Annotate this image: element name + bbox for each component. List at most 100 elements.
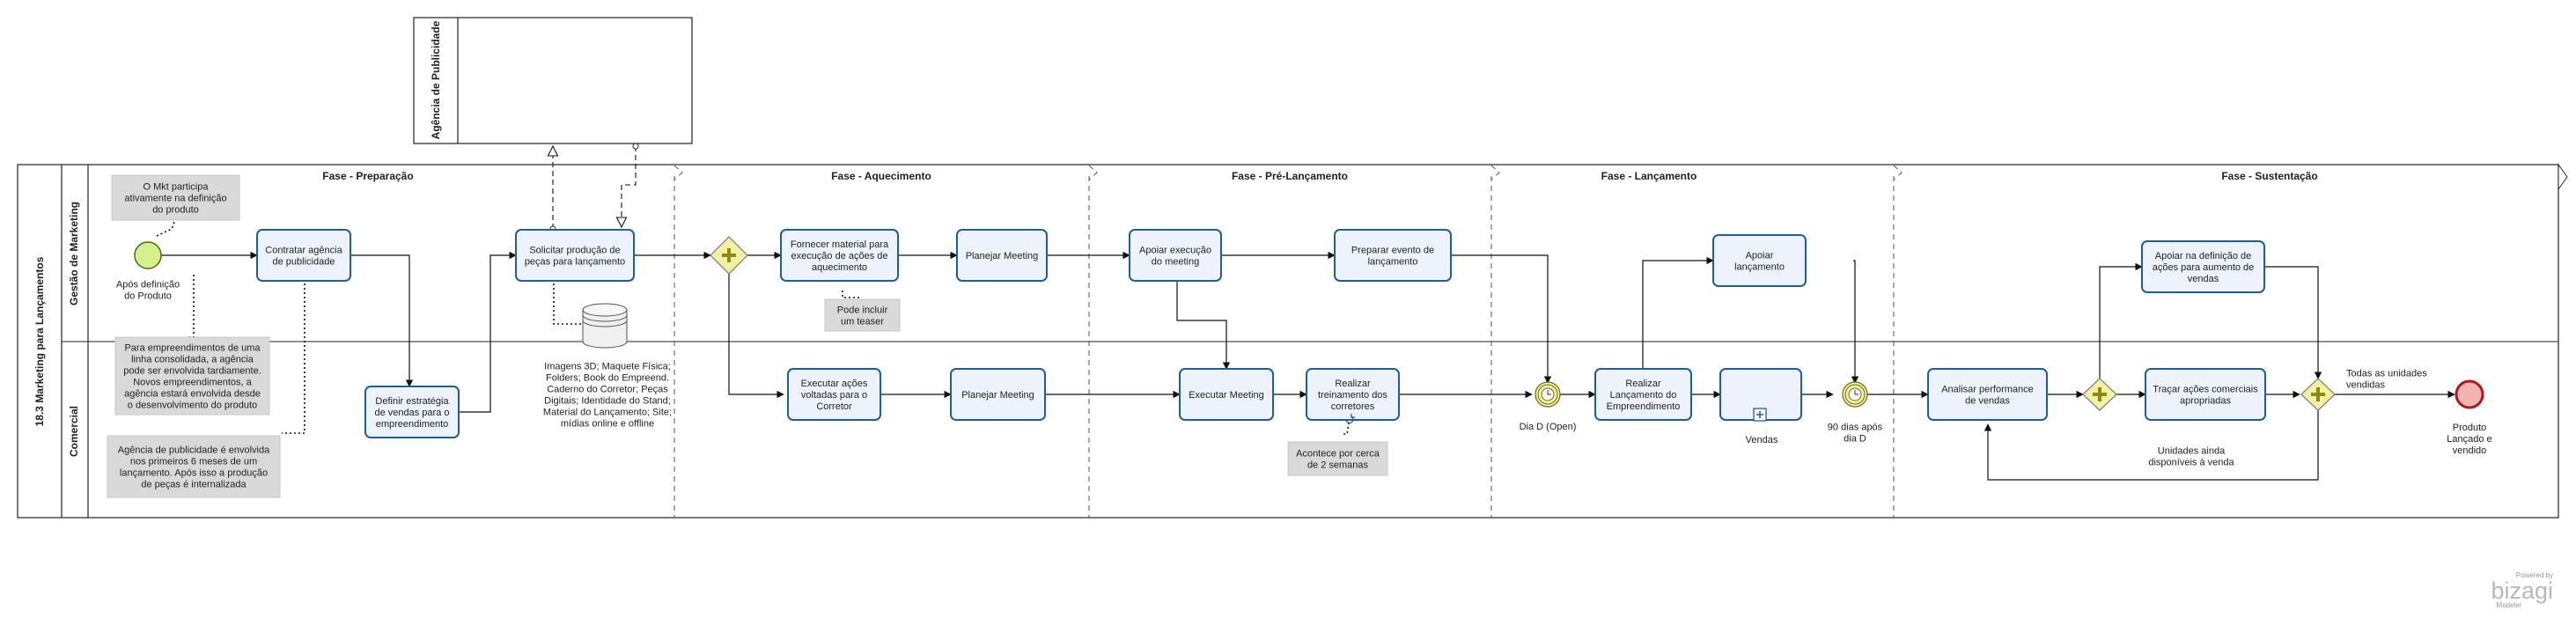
task-label-line: de publicidade bbox=[273, 257, 335, 268]
label-text-line: Produto bbox=[2453, 423, 2487, 433]
task-box[interactable] bbox=[2141, 240, 2265, 293]
task-t5[interactable]: Planejar Meeting bbox=[956, 229, 1048, 282]
annotation-text-line: agência estará envolvida desde bbox=[124, 389, 261, 400]
loop-marker-icon bbox=[1345, 414, 1355, 424]
task-box[interactable] bbox=[780, 229, 899, 282]
task-box[interactable] bbox=[1712, 234, 1807, 287]
pool-title: 18.3 Marketing para Lançamentos bbox=[33, 256, 46, 426]
task-label-line: treinamento dos bbox=[1318, 390, 1387, 401]
end-event[interactable] bbox=[2455, 379, 2484, 409]
task-label-line: Realizar bbox=[1625, 379, 1661, 389]
phase-title-lancamento: Fase - Lançamento bbox=[1601, 170, 1697, 182]
parallel-gateway[interactable] bbox=[2082, 378, 2117, 411]
annotation-box bbox=[111, 174, 240, 221]
lane-label-comercial: Comercial bbox=[68, 406, 80, 457]
annotation-text-line: um teaser bbox=[841, 317, 884, 327]
gateways bbox=[710, 236, 2336, 411]
task-box[interactable] bbox=[950, 368, 1046, 421]
task-box[interactable] bbox=[956, 229, 1048, 282]
task-label-line: Executar Meeting bbox=[1189, 390, 1264, 401]
phase-title-sustentacao: Fase - Sustentação bbox=[2221, 170, 2317, 182]
label-text-line: Imagens 3D; Maquete Física; bbox=[544, 362, 671, 372]
task-label-line: Executar ações bbox=[801, 379, 868, 389]
phase-title-preparacao: Fase - Preparação bbox=[322, 170, 413, 182]
task-box[interactable] bbox=[1594, 368, 1692, 421]
label-text-line: Após definição bbox=[116, 280, 180, 291]
task-t10[interactable]: Executar Meeting bbox=[1179, 368, 1274, 421]
task-label-line: Planejar Meeting bbox=[961, 390, 1034, 401]
label-l2: Imagens 3D; Maquete Física;Folders; Book… bbox=[543, 362, 672, 430]
timer-event-dia-d[interactable] bbox=[1535, 381, 1561, 408]
external-pool: Agência de Publicidade bbox=[413, 17, 693, 144]
annotation-text-line: de peças é internalizada bbox=[141, 480, 247, 490]
brand-powered: Powered by bbox=[2516, 571, 2553, 579]
label-text-line: Folders; Book do Empreend. bbox=[546, 373, 669, 384]
task-label-line: Definir estratégia bbox=[375, 396, 449, 407]
task-t7[interactable]: Planejar Meeting bbox=[950, 368, 1046, 421]
annotation-text-line: do produto bbox=[152, 205, 199, 216]
annotation-box bbox=[824, 298, 901, 332]
task-box[interactable] bbox=[515, 229, 635, 282]
task-label-line: Apoiar execução bbox=[1139, 246, 1211, 256]
label-text-line: Todas as unidades bbox=[2346, 369, 2427, 379]
lane-label-gestao: Gestão de Marketing bbox=[68, 202, 80, 305]
sequence-flows bbox=[161, 251, 2455, 481]
task-box[interactable] bbox=[364, 386, 460, 438]
label-text-line: disponíveis à venda bbox=[2148, 458, 2234, 468]
label-text-line: Digitais; Identidade do Stand; bbox=[544, 396, 671, 407]
task-label-line: do meeting bbox=[1152, 257, 1199, 268]
annotation-text-line: ativamente na definição bbox=[124, 194, 226, 204]
brand-name: bizagi bbox=[2491, 578, 2553, 604]
task-label-line: ações para aumento de bbox=[2153, 262, 2255, 273]
task-label-line: Corretor bbox=[816, 401, 852, 412]
task-box[interactable] bbox=[1334, 229, 1452, 282]
task-label-line: Realizar bbox=[1335, 379, 1371, 389]
label-text-line: Vendas bbox=[1746, 435, 1778, 445]
start-event[interactable] bbox=[134, 241, 162, 269]
task-label-line: Empreendimento bbox=[1607, 401, 1681, 412]
annotation-box bbox=[107, 435, 281, 498]
label-text-line: Caderno do Corretor; Peças bbox=[547, 385, 668, 395]
label-text-line: 90 dias após bbox=[1828, 423, 1883, 433]
task-box[interactable] bbox=[1129, 229, 1222, 282]
brand-product: Modeler bbox=[2497, 601, 2522, 609]
parallel-gateway[interactable] bbox=[710, 236, 748, 275]
task-label-line: de vendas para o bbox=[374, 408, 449, 418]
annotation-text-line: linha consolidada, a agência bbox=[131, 355, 254, 365]
task-label-line: Apoiar na definição de bbox=[2155, 251, 2251, 261]
parallel-gateway[interactable] bbox=[2300, 378, 2336, 411]
task-label-line: Lançamento do bbox=[1610, 390, 1677, 401]
task-box[interactable] bbox=[1927, 368, 2048, 421]
task-label-line: Traçar ações comerciais bbox=[2153, 385, 2258, 395]
label-l3: Dia D (Open) bbox=[1520, 422, 1577, 432]
task-label-line: apropriadas bbox=[2180, 396, 2232, 407]
bizagi-logo: Powered by bizagi Modeler bbox=[2491, 571, 2553, 609]
task-box[interactable] bbox=[787, 368, 881, 421]
subprocess-marker-icon bbox=[1753, 408, 1767, 422]
timer-event-90-dias[interactable] bbox=[1842, 381, 1868, 408]
task-box[interactable] bbox=[1179, 368, 1274, 421]
task-label-line: corretores bbox=[1331, 401, 1375, 412]
task-label-line: de vendas bbox=[1965, 396, 2010, 407]
task-box[interactable] bbox=[256, 229, 351, 282]
task-box[interactable] bbox=[2145, 368, 2266, 421]
